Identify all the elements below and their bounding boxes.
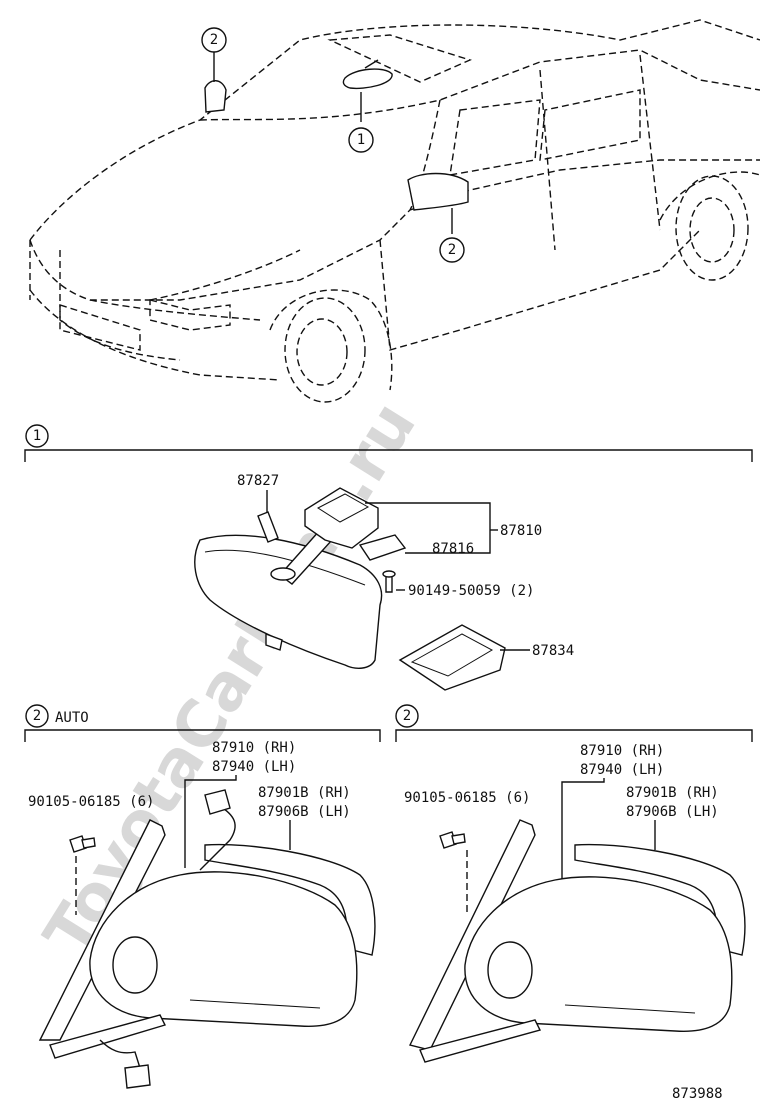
svg-text:2: 2 — [210, 32, 218, 48]
label-87910-auto: 87910 (RH) — [212, 740, 296, 756]
label-87827: 87827 — [237, 473, 279, 489]
callout-2-top: 2 — [201, 27, 227, 53]
mirror-glass-auto — [204, 843, 376, 956]
mirror-stay-87810 — [304, 487, 379, 549]
section-2-auto-number: 2 — [33, 708, 41, 724]
label-87940: 87940 (LH) — [580, 762, 664, 778]
cover-87834 — [398, 624, 506, 691]
label-87834: 87834 — [532, 643, 574, 659]
label-87906b-auto: 87906B (LH) — [258, 804, 351, 820]
car-overview: 2 1 2 — [29, 19, 760, 403]
section-2-manual: 2 87910 (RH) 87940 (LH) 87901B (RH) 8790… — [395, 704, 753, 1063]
inner-mirror-location — [342, 68, 393, 90]
cover-87827 — [257, 511, 279, 543]
mirror-housing — [464, 876, 733, 1032]
callout-1: 1 — [348, 127, 374, 153]
label-87810: 87810 — [500, 523, 542, 539]
label-90105: 90105-06185 (6) — [404, 790, 530, 806]
diagram-id: 873988 — [672, 1086, 723, 1102]
label-87901b: 87901B (RH) — [626, 785, 719, 801]
callout-2-side: 2 — [439, 237, 465, 263]
label-87816: 87816 — [432, 541, 474, 557]
section-1-number: 1 — [33, 428, 41, 444]
label-87940-auto: 87940 (LH) — [212, 759, 296, 775]
label-90105-auto: 90105-06185 (6) — [28, 794, 154, 810]
harness-connector-auto — [124, 1064, 151, 1089]
label-87910: 87910 (RH) — [580, 743, 664, 759]
mirror-housing-auto — [89, 871, 358, 1027]
section-2-number: 2 — [403, 708, 411, 724]
mirror-glass — [574, 843, 746, 956]
bolt-90105 — [439, 831, 466, 849]
svg-text:1: 1 — [357, 132, 365, 148]
bolt-90105-auto — [69, 835, 96, 853]
connector-auto — [204, 789, 231, 815]
section-2-auto: 2 AUTO 87910 (RH) 87940 (LH) 87901B (RH)… — [24, 704, 381, 1089]
clip-87816 — [358, 534, 407, 561]
label-90149: 90149-50059 (2) — [408, 583, 534, 599]
section-1-inner-mirror: 1 87827 87810 87816 90149-50059 — [24, 424, 753, 691]
label-87906b: 87906B (LH) — [626, 804, 719, 820]
svg-text:2: 2 — [448, 242, 456, 258]
outer-mirror-location — [407, 172, 469, 211]
screw-90149 — [382, 570, 396, 593]
section-2-auto-title: AUTO — [55, 710, 89, 726]
label-87901b-auto: 87901B (RH) — [258, 785, 351, 801]
